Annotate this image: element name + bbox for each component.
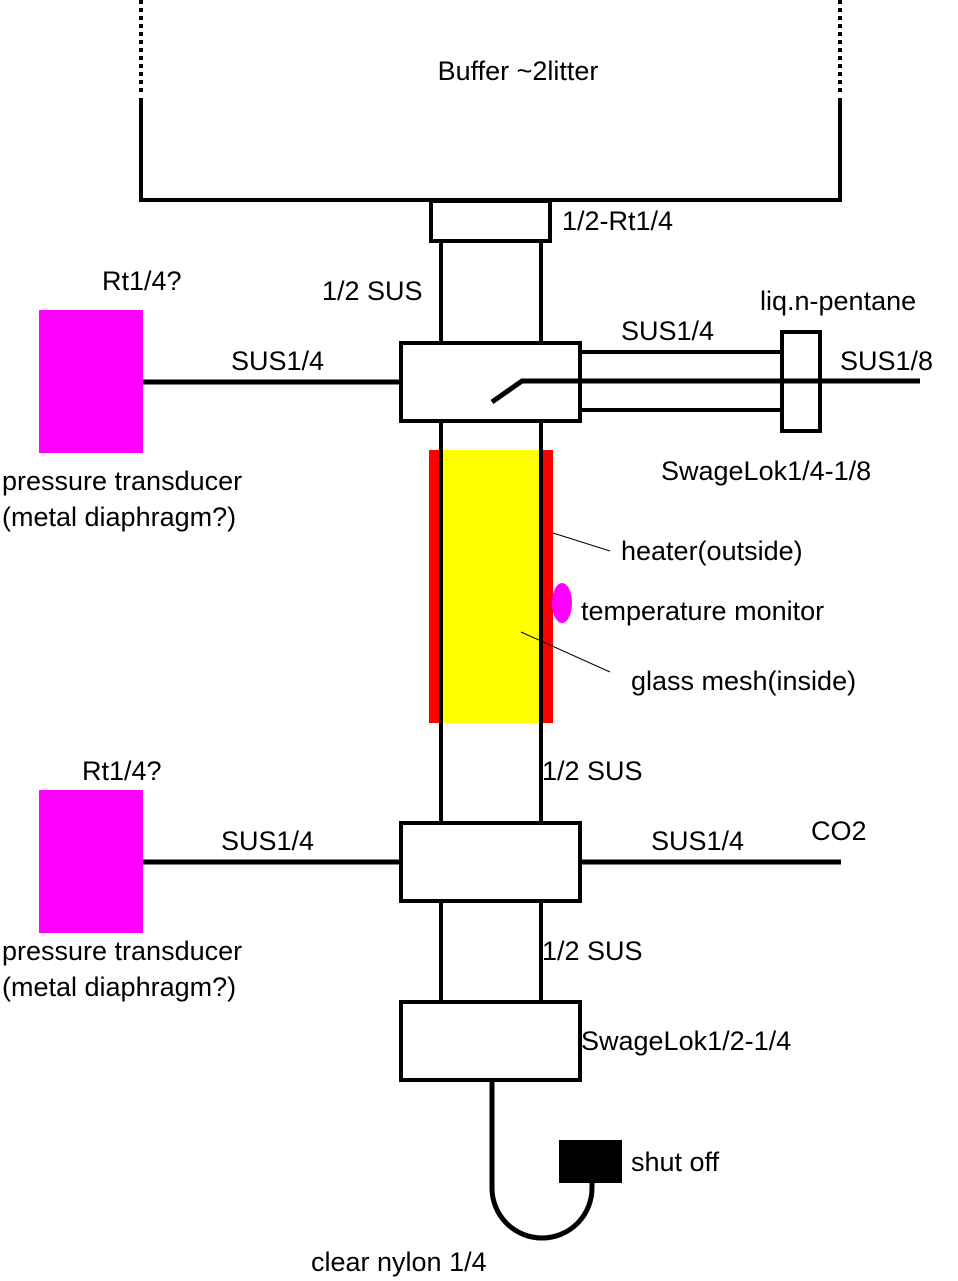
co2-line-label: SUS1/4 (651, 826, 744, 856)
upper-transducer-name: pressure transducer (2, 466, 242, 496)
nylon-tube-label: clear nylon 1/4 (311, 1247, 487, 1277)
lower-tee (399, 821, 582, 903)
lower-transducer-note: (metal diaphragm?) (2, 972, 236, 1002)
middle-tube-label: 1/2 SUS (542, 756, 643, 786)
lower-transducer-line-label: SUS1/4 (221, 826, 314, 856)
nylon-tube (489, 1080, 595, 1241)
pentane-swagelok-label: SwageLok1/4-1/8 (661, 456, 871, 486)
co2-source-label: CO2 (811, 816, 867, 846)
lower-transducer-name: pressure transducer (2, 936, 242, 966)
upper-transducer-thread-label: Rt1/4? (102, 266, 182, 296)
upper-tube-label: 1/2 SUS (322, 276, 423, 306)
upper-transducer-line-label: SUS1/4 (231, 346, 324, 376)
heater-label: heater(outside) (621, 536, 803, 566)
lower-pressure-transducer (39, 790, 143, 933)
pentane-swagelok (780, 330, 822, 433)
temperature-monitor-label: temperature monitor (581, 596, 824, 626)
bottom-swagelok-label: SwageLok1/2-1/4 (581, 1026, 791, 1056)
lower-tube (439, 901, 543, 1002)
buffer-vessel (139, 0, 842, 202)
pentane-outer-line-label: SUS1/4 (621, 316, 714, 346)
pentane-inner-line-label: SUS1/8 (840, 346, 933, 376)
buffer-label: Buffer ~2litter (438, 56, 599, 86)
glass-mesh-leader-line (520, 631, 611, 673)
temperature-monitor (552, 583, 572, 623)
middle-tube (439, 421, 543, 823)
pentane-source-label: liq.n-pentane (760, 286, 916, 316)
lower-transducer-thread-label: Rt1/4? (82, 756, 162, 786)
heater-leader-line (552, 532, 611, 552)
buffer-fitting-label: 1/2-Rt1/4 (562, 206, 673, 236)
upper-tube (439, 241, 543, 343)
shut-off-label: shut off (631, 1147, 720, 1177)
bottom-swagelok (399, 1000, 582, 1082)
glass-mesh (441, 450, 541, 723)
pentane-inner-line (490, 378, 920, 405)
glass-mesh-label: glass mesh(inside) (631, 666, 856, 696)
upper-pressure-transducer (39, 310, 143, 453)
buffer-fitting (429, 199, 552, 243)
upper-transducer-note: (metal diaphragm?) (2, 502, 236, 532)
shut-off-valve (559, 1140, 622, 1183)
lower-tube-label: 1/2 SUS (542, 936, 643, 966)
